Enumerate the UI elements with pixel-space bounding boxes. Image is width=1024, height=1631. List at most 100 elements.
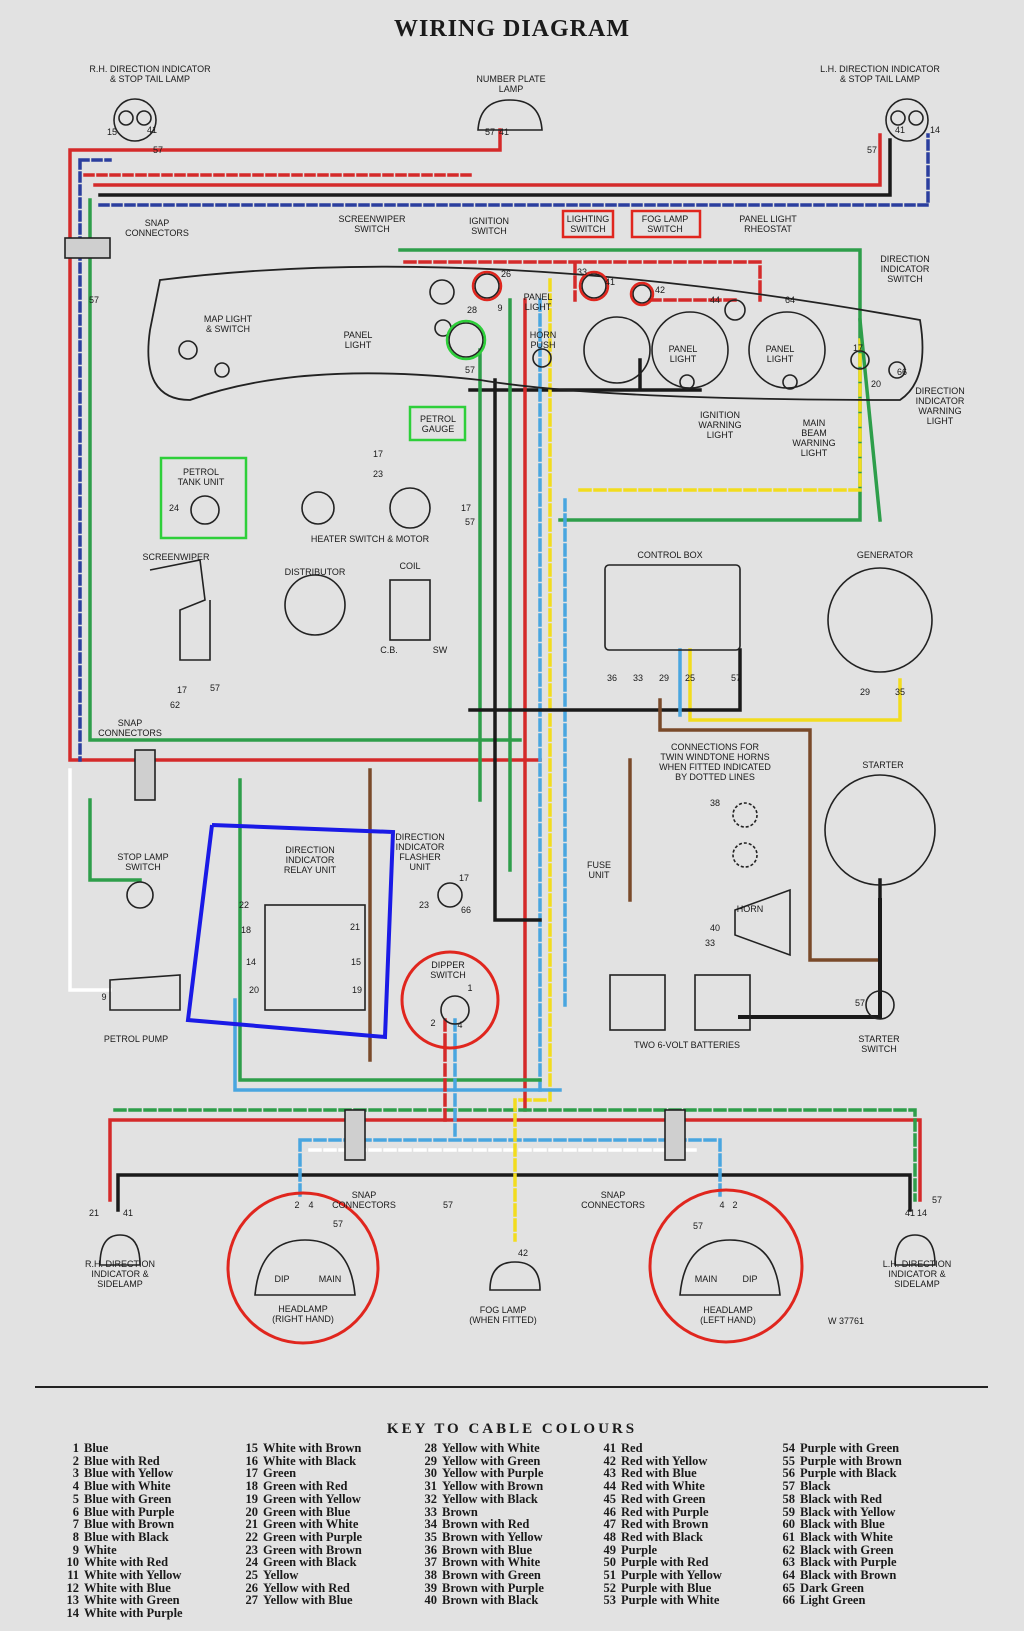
markup-box-fog-switch bbox=[630, 209, 702, 239]
key-entry-number: 1 bbox=[72, 1441, 79, 1455]
key-entry-number: 45 bbox=[603, 1491, 617, 1506]
key-entry-colour: Brown with Red bbox=[442, 1517, 530, 1532]
wire-number: 17 bbox=[176, 685, 188, 695]
label-flasher-unit: DIRECTION INDICATOR FLASHER UNIT bbox=[395, 832, 445, 872]
wire-number: 38 bbox=[709, 798, 721, 808]
wire-number: 41 bbox=[904, 1208, 916, 1218]
key-entry-colour: Purple with Green bbox=[800, 1441, 900, 1455]
lighting-switch bbox=[581, 273, 607, 299]
key-entry-number: 42 bbox=[603, 1453, 617, 1468]
wire-black-lower bbox=[116, 1173, 912, 1212]
wire-number: 42 bbox=[517, 1248, 529, 1258]
snap-connector-low-1 bbox=[344, 1109, 366, 1161]
direction-warning-light bbox=[888, 361, 906, 379]
markup-circle-fog bbox=[629, 281, 655, 307]
wire-number: 21 bbox=[349, 922, 361, 932]
label-horns-note: CONNECTIONS FOR TWIN WINDTONE HORNS WHEN… bbox=[659, 742, 771, 782]
wire-number: 14 bbox=[929, 125, 941, 135]
key-entry-number: 8 bbox=[72, 1529, 79, 1544]
wire-number: 14 bbox=[245, 957, 257, 967]
ignition-coil bbox=[389, 579, 431, 641]
key-entry-colour: Black bbox=[800, 1479, 831, 1494]
key-entry-number: 2 bbox=[72, 1453, 79, 1468]
label-panel-light-b: PANEL LIGHT bbox=[765, 344, 795, 364]
starter-motor bbox=[824, 774, 936, 886]
key-entry-colour: Blue with Purple bbox=[84, 1504, 175, 1519]
key-entry-number: 10 bbox=[66, 1555, 80, 1570]
key-entry-number: 23 bbox=[245, 1542, 259, 1557]
key-entry-number: 14 bbox=[66, 1606, 80, 1621]
markup-circle-headlamp-right bbox=[226, 1191, 380, 1345]
wire-number: 9 bbox=[497, 303, 503, 313]
lh-stop-tail-lamp bbox=[885, 98, 929, 142]
heater-switch bbox=[301, 491, 335, 525]
petrol-tank-unit bbox=[190, 495, 220, 525]
key-entry-number: 50 bbox=[603, 1555, 617, 1570]
dashboard-panel bbox=[147, 265, 924, 401]
label-main-l: MAIN bbox=[694, 1274, 718, 1284]
key-entry-number: 22 bbox=[245, 1529, 259, 1544]
panel-light-rheostat bbox=[724, 299, 746, 321]
direction-indicator-switch bbox=[850, 350, 870, 370]
label-fog-lamp-switch: FOG LAMP SWITCH bbox=[641, 214, 689, 234]
key-entry-number: 11 bbox=[67, 1568, 79, 1583]
label-panel-light-a: PANEL LIGHT bbox=[668, 344, 698, 364]
wire-number: 36 bbox=[606, 673, 618, 683]
key-entry-number: 24 bbox=[245, 1555, 259, 1570]
key-entry-number: 60 bbox=[782, 1517, 796, 1532]
key-entry-colour: Red with Green bbox=[621, 1491, 706, 1506]
key-entry-number: 28 bbox=[424, 1441, 438, 1455]
markup-box-relay-unit bbox=[185, 823, 396, 1040]
key-title: KEY TO CABLE COLOURS bbox=[386, 1421, 638, 1437]
label-screenwiper: SCREENWIPER bbox=[142, 552, 210, 562]
starter-switch bbox=[865, 990, 895, 1020]
wire-number: 15 bbox=[350, 957, 362, 967]
markup-box-petrol-tank bbox=[159, 456, 248, 540]
key-entry-number: 59 bbox=[782, 1504, 796, 1519]
wire-blue-top-right bbox=[98, 133, 930, 207]
key-entry-colour: Purple with Brown bbox=[800, 1453, 902, 1468]
key-entry-colour: Yellow with Black bbox=[442, 1491, 538, 1506]
key-entry: 8 Blue with Black bbox=[60, 1531, 239, 1544]
label-headlamp-right: HEADLAMP (RIGHT HAND) bbox=[272, 1304, 334, 1324]
key-entry-colour: Brown with White bbox=[442, 1555, 541, 1570]
key-entry-number: 15 bbox=[245, 1441, 259, 1455]
key-entry-colour: White with Green bbox=[84, 1593, 180, 1608]
map-light bbox=[214, 362, 230, 378]
key-entry-colour: Yellow with Green bbox=[442, 1453, 541, 1468]
snap-connector-low-2 bbox=[664, 1109, 686, 1161]
key-entry-colour: Green with Brown bbox=[263, 1542, 362, 1557]
horn-dotted-2 bbox=[732, 842, 758, 868]
label-lh-indicator: L.H. DIRECTION INDICATOR & STOP TAIL LAM… bbox=[820, 64, 940, 84]
label-control-box: CONTROL BOX bbox=[637, 550, 703, 560]
label-main-r: MAIN bbox=[318, 1274, 342, 1284]
key-entry: 45 Red with Green bbox=[597, 1491, 776, 1506]
key-entry-colour: Green with Black bbox=[263, 1555, 357, 1570]
wire-number: 57 bbox=[730, 673, 742, 683]
key-entry-colour: Blue with Black bbox=[84, 1529, 169, 1544]
wire-number: 2 bbox=[430, 1018, 436, 1028]
key-entry-colour: Blue with Brown bbox=[84, 1517, 175, 1532]
petrol-pump bbox=[109, 974, 181, 1011]
key-entry-colour: Purple bbox=[621, 1542, 658, 1557]
wire-number: 20 bbox=[248, 985, 260, 995]
key-entry-colour: Yellow with Blue bbox=[263, 1593, 353, 1608]
key-entry-number: 44 bbox=[603, 1479, 617, 1494]
wire-number: 33 bbox=[576, 267, 588, 277]
